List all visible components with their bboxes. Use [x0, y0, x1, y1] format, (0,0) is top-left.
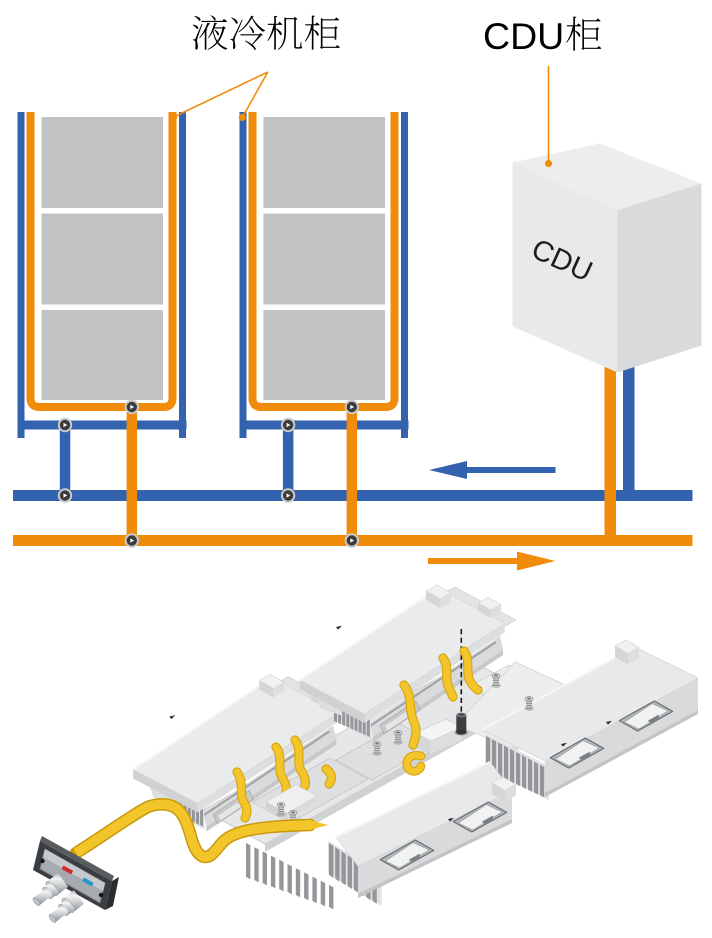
svg-text:CDU: CDU [483, 15, 564, 57]
